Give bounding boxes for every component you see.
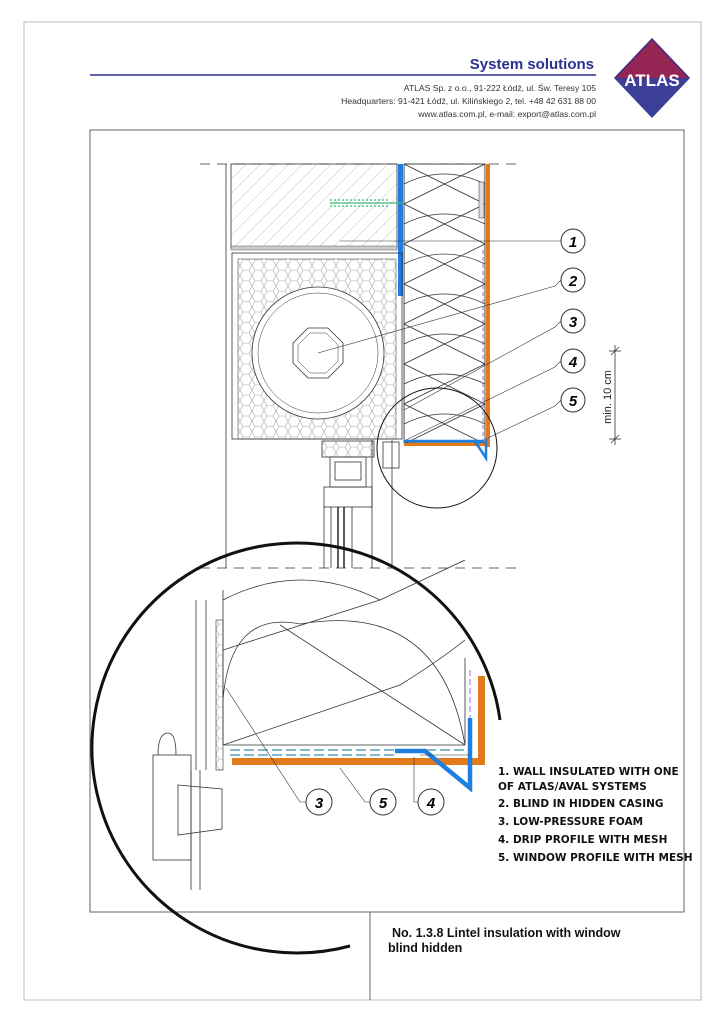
detail-circle (376, 387, 498, 509)
adhesive-layer (398, 164, 403, 296)
drip-profile (404, 438, 488, 463)
detail-callouts: 3 5 4 (305, 788, 445, 816)
detail-insulation (223, 560, 465, 745)
legend-item: 5. WINDOW PROFILE WITH MESH (498, 852, 692, 864)
lintel-mortar (230, 245, 398, 251)
address-line: www.atlas.com.pl, e-mail: export@atlas.c… (417, 109, 596, 119)
window-frame (321, 440, 400, 568)
sheet-border (23, 21, 702, 1001)
detail-callout-3: 3 (315, 795, 324, 812)
concrete-lintel (230, 163, 398, 249)
detail-drip-profile (395, 718, 473, 793)
detail-window-profile (232, 758, 485, 765)
address-line: ATLAS Sp. z o.o., 91-222 Łódź, ul. Św. T… (404, 82, 596, 93)
render-layer (486, 164, 490, 447)
dimension-label: min. 10 cm (602, 370, 614, 424)
detail-drawing (90, 541, 502, 955)
drawing-title-line2: blind hidden (388, 941, 462, 955)
atlas-logo: ATLAS (614, 38, 690, 118)
detail-callout-4: 4 (426, 795, 436, 812)
legend-item: 1. WALL INSULATED WITH ONE (498, 766, 679, 778)
callout-5: 5 (569, 393, 578, 410)
title-block-frame (369, 911, 684, 1000)
logo-text: ATLAS (624, 71, 679, 90)
drawing-title-line1: No. 1.3.8 Lintel insulation with window (392, 926, 621, 940)
legend-item: 4. DRIP PROFILE WITH MESH (498, 834, 667, 846)
legend-item: 3. LOW-PRESSURE FOAM (498, 816, 643, 828)
legend-item: OF ATLAS/AVAL SYSTEMS (498, 781, 647, 793)
detail-blind-box (152, 754, 192, 861)
detail-callout-5: 5 (379, 795, 388, 812)
detail-boundary (90, 541, 502, 955)
anchor-plate (478, 181, 485, 219)
detail-foam (215, 619, 224, 771)
tagline: System solutions (470, 56, 594, 73)
section-drawing (200, 163, 621, 569)
header: System solutions ATLAS Sp. z o.o., 91-22… (90, 38, 690, 119)
legend-item: 2. BLIND IN HIDDEN CASING (498, 798, 664, 810)
callout-4: 4 (568, 354, 578, 371)
legend: 1. WALL INSULATED WITH ONE OF ATLAS/AVAL… (498, 766, 692, 864)
address-line: Headquarters: 91-421 Łódź, ul. Kilińskie… (341, 96, 596, 106)
roller-shaft (292, 327, 344, 379)
mineral-wool-insulation (404, 164, 485, 443)
main-callouts: 1 2 3 4 5 (560, 228, 586, 413)
callout-3: 3 (569, 314, 578, 331)
callout-2: 2 (568, 273, 578, 290)
callout-1: 1 (569, 234, 577, 251)
